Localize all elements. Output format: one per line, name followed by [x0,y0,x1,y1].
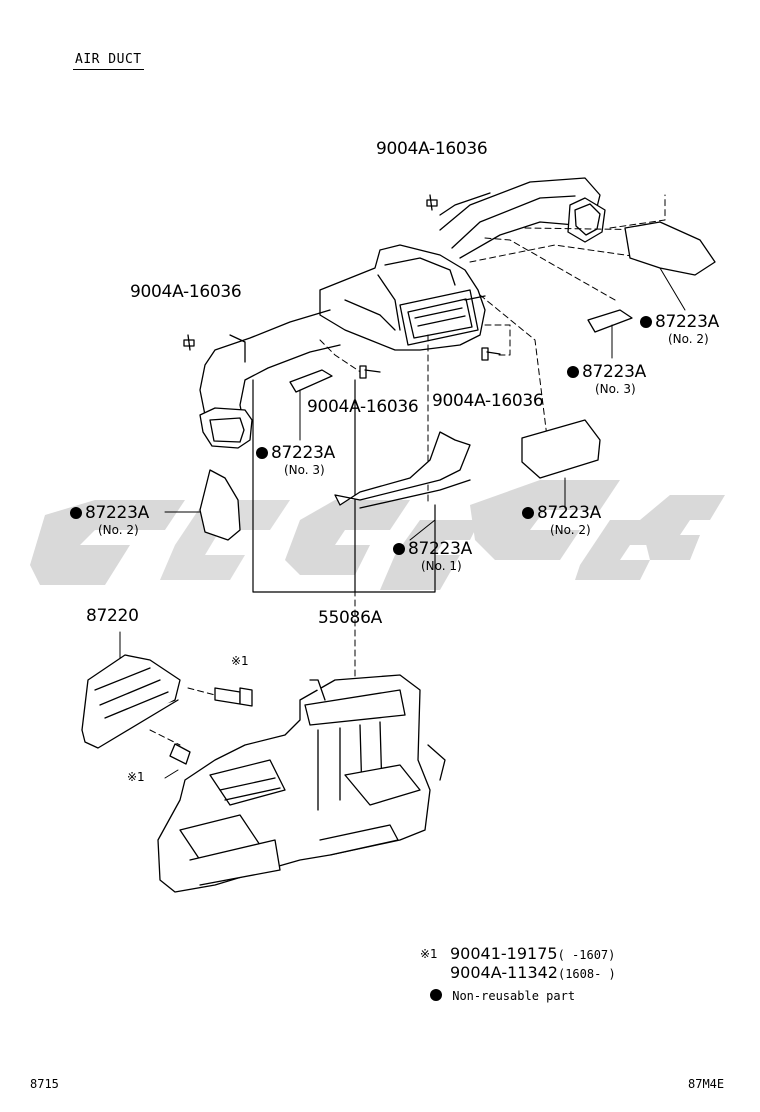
non-reusable-dot-icon [522,507,534,519]
non-reusable-dot-icon [393,543,405,555]
legend-code: 90041-19175 [450,944,558,963]
non-reusable-dot-icon [256,447,268,459]
bolt-icons [183,194,501,379]
footer-right-code: 87M4E [688,1077,725,1091]
callout-bolt-top: 9004A-16036 [376,139,488,159]
callout-bolt-mid-a: 9004A-16036 [307,397,419,417]
center-duct [319,244,486,351]
part-subtype: (No. 1) [421,559,462,573]
part-subtype: (No. 3) [284,463,325,477]
screw-mark-a: ※1 [231,654,249,668]
part-subtype: (No. 3) [595,382,636,396]
upper-duct-right [439,177,606,259]
legend-row: 90041-19175( -1607) [450,944,616,963]
part-number: 87223A [537,503,601,523]
non-reusable-dot-icon [430,989,442,1001]
callout-lower-duct: 87220 [86,606,139,626]
upper-duct-left [199,309,341,449]
page-title: AIR DUCT [73,52,144,70]
callout-seal-lower-right-no2: 87223A (No. 2) [522,503,601,537]
callout-seal-no1: 87223A (No. 1) [393,539,472,573]
part-number: 87223A [271,443,335,463]
seal-pieces [199,221,716,541]
legend-row: 9004A-11342(1608- ) [450,963,616,982]
callout-bolt-left: 9004A-16036 [130,282,242,302]
part-subtype: (No. 2) [98,523,139,537]
callout-seal-left-no3: 87223A (No. 3) [256,443,335,477]
part-number: 87223A [85,503,149,523]
screw-icons [169,687,253,765]
legend-mark: ※1 [420,947,438,961]
legend-note: Non-reusable part [452,989,576,1003]
screw-mark-b: ※1 [127,770,145,784]
legend: ※1 90041-19175( -1607) 9004A-11342(1608-… [420,944,616,1003]
heater-unit [157,674,446,893]
part-number: 87223A [408,539,472,559]
legend-range: (1608- ) [557,967,616,981]
callout-seal-right-no3: 87223A (No. 3) [567,362,646,396]
non-reusable-dot-icon [640,316,652,328]
callout-assembly: 55086A [318,608,382,628]
assembly-bracket [252,379,436,593]
part-number: 87223A [582,362,646,382]
part-number: 87223A [655,312,719,332]
callout-seal-left-no2: 87223A (No. 2) [70,503,149,537]
legend-code: 9004A-11342 [450,963,558,982]
footer-left-code: 8715 [30,1077,59,1091]
watermark-logo [30,480,725,590]
legend-range: ( -1607) [557,948,616,962]
callout-bolt-mid-b: 9004A-16036 [432,391,544,411]
part-subtype: (No. 2) [550,523,591,537]
solid-leaders [119,267,686,779]
lower-duct [81,654,181,749]
non-reusable-dot-icon [567,366,579,378]
non-reusable-dot-icon [70,507,82,519]
part-subtype: (No. 2) [668,332,709,346]
callout-seal-right-no2: 87223A (No. 2) [640,312,719,346]
